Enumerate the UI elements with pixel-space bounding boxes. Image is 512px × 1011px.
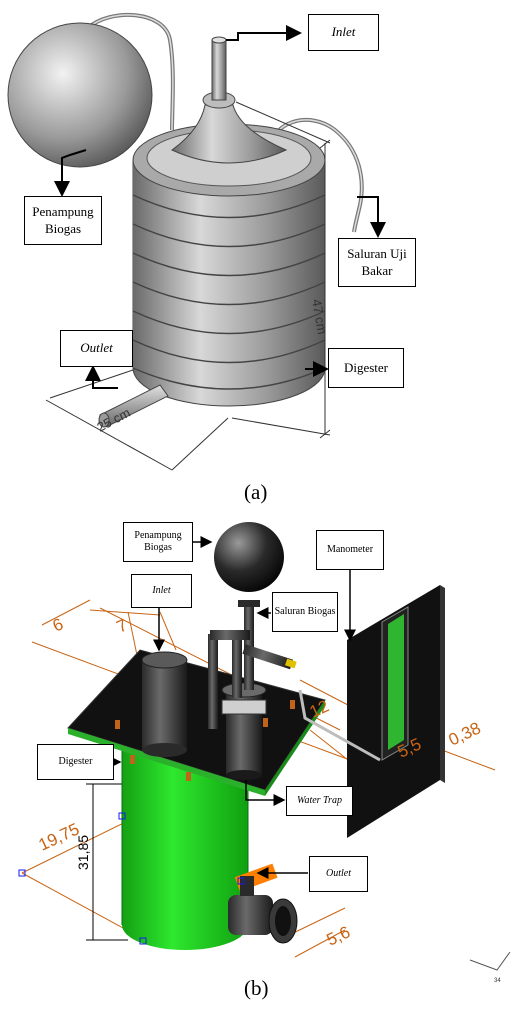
figure-a-drawing: 47 cm 25 cm [7,12,386,471]
gas-holder-sphere-b [214,522,284,592]
marker-points [18,812,245,945]
dim-label-31-85: 31,85 [75,835,91,870]
manometer-board [298,585,445,838]
figure-b-drawing: 6 7 12 5,5 0,38 19,75 5,6 31,85 34 [18,522,511,984]
label-a-digester: Digester [328,348,404,388]
axis-label-34: 34 [494,978,501,984]
dim-label-5-6: 5,6 [324,922,353,949]
label-b-outlet: Outlet [309,856,368,892]
leaders-a [54,25,386,389]
caption-a: (a) [244,480,268,504]
dim-label-7: 7 [114,615,131,636]
leaders-b [109,536,356,879]
water-trap [208,600,297,780]
label-b-saluran-biogas: Saluran Biogas [272,592,338,632]
label-b-water-trap: Water Trap [286,786,353,816]
digester-body [98,36,326,428]
dim-a-width-line [45,369,229,471]
caption-b: (b) [244,976,269,1000]
label-a-inlet: Inlet [308,14,379,51]
label-a-outlet: Outlet [60,330,133,367]
gas-holder-sphere [7,22,153,168]
label-b-inlet: Inlet [131,574,192,608]
dim-a-height-label: 47 cm [309,298,330,335]
dim-label-0-38: 0,38 [446,718,484,749]
inlet-cylinder [141,651,188,757]
label-b-penampung-biogas: Penampung Biogas [123,522,193,562]
label-b-manometer: Manometer [316,530,384,570]
label-a-saluran-uji-bakar: Saluran Uji Bakar [338,238,416,287]
axis-triad [469,951,511,971]
dim-b-height-line [86,783,128,941]
dim-label-6: 6 [50,614,67,635]
label-a-penampung-biogas: Penampung Biogas [24,196,102,245]
outlet-pipe [98,384,169,428]
label-b-digester: Digester [37,744,114,780]
outlet-valve [228,863,298,944]
dim-a-height-line [231,101,331,439]
